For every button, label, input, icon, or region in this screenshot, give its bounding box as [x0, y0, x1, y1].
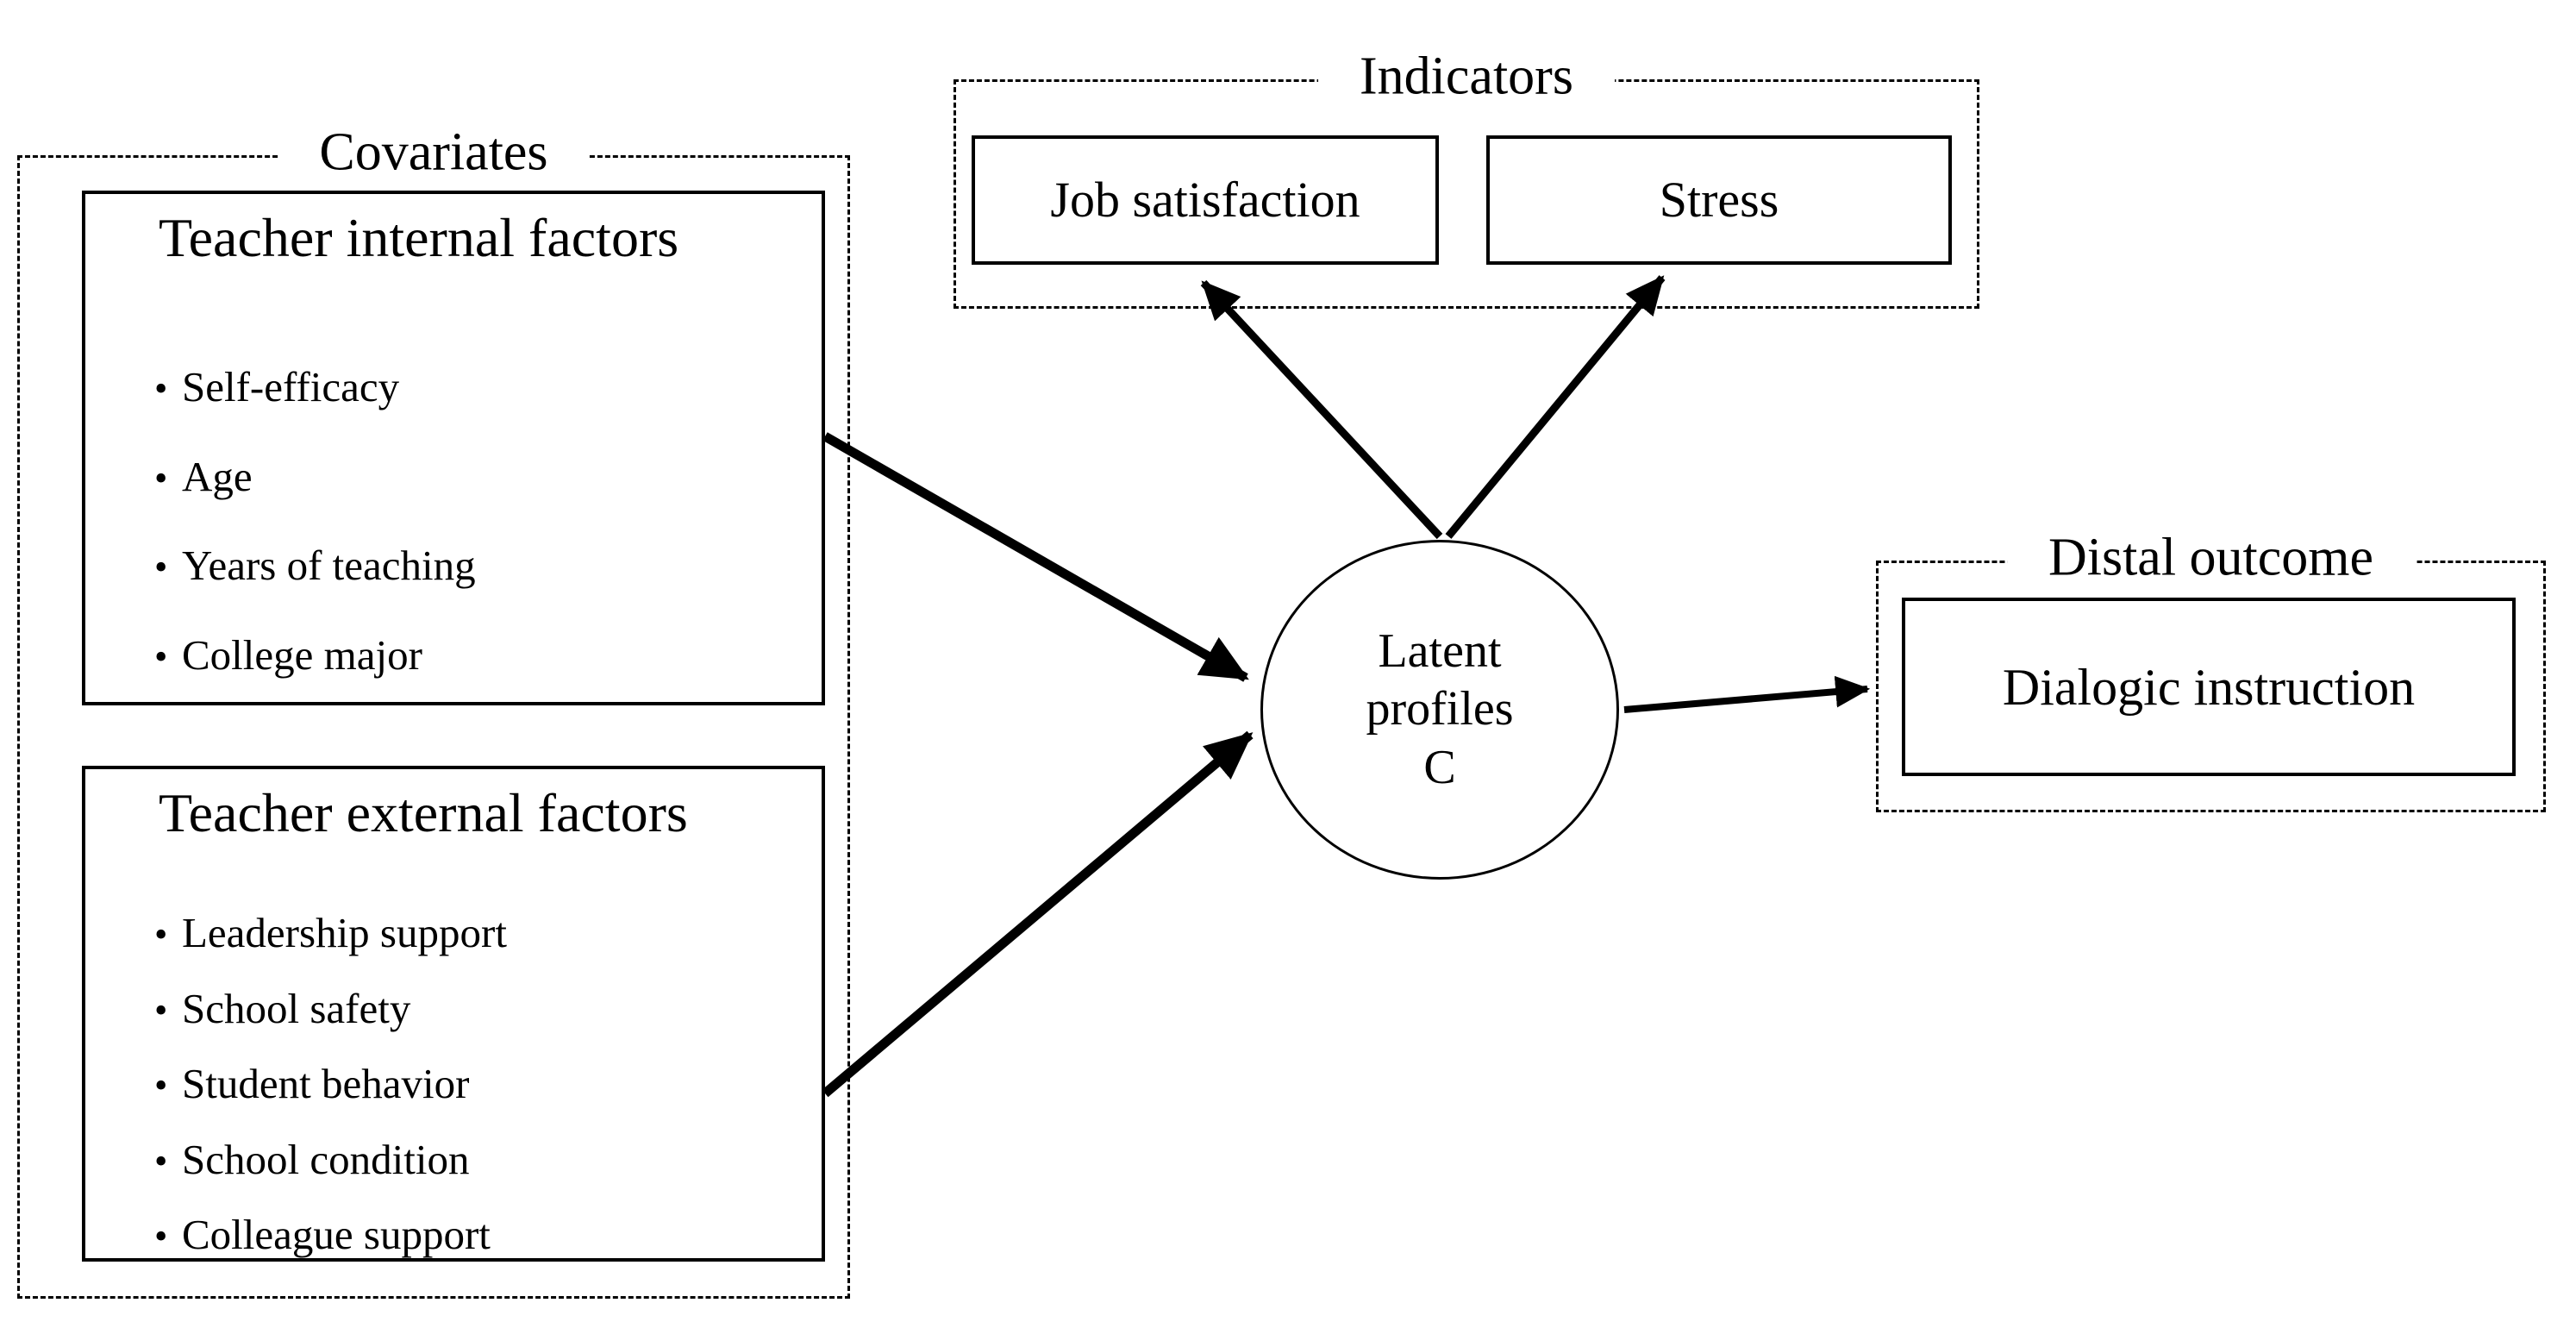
bullet-dot-icon: • [154, 367, 168, 410]
bullet-item: • School condition [85, 1137, 822, 1181]
teacher-internal-factors-title: Teacher internal factors [159, 207, 679, 268]
bullet-item-label: Age [182, 452, 253, 500]
internal-factors-list: • Self-efficacy • Age • Years of teachin… [85, 365, 822, 677]
arrow-latent-to-job-satisfaction [1200, 279, 1443, 540]
indicators-group: Indicators Job satisfaction Stress [953, 46, 1979, 309]
bullet-dot-icon: • [154, 456, 168, 499]
arrow-latent-to-dialogic-instruction [1623, 675, 1871, 713]
bullet-item-label: Years of teaching [182, 542, 476, 590]
arrow-external-factors-to-latent [822, 730, 1254, 1098]
dialogic-instruction-box: Dialogic instruction [1902, 598, 2516, 776]
bullet-item: • Self-efficacy [85, 363, 822, 411]
bullet-item: • Student behavior [85, 1062, 822, 1106]
bullet-dot-icon: • [154, 1215, 168, 1258]
job-satisfaction-label: Job satisfaction [1050, 172, 1360, 229]
bullet-item: • College major [85, 630, 822, 679]
bullet-item-label: Student behavior [182, 1060, 470, 1108]
job-satisfaction-box: Job satisfaction [972, 135, 1439, 265]
distal-outcome-label: Distal outcome [2006, 527, 2416, 589]
teacher-internal-factors-box: Teacher internal factors • Self-efficacy… [82, 191, 825, 705]
distal-outcome-group: Distal outcome Dialogic instruction [1876, 527, 2546, 812]
latent-profiles-circle: Latent profiles C [1260, 540, 1619, 880]
stress-label: Stress [1659, 172, 1779, 229]
arrow-latent-to-stress [1445, 275, 1666, 539]
bullet-item-label: College major [182, 630, 422, 679]
teacher-external-factors-box: Teacher external factors • Leadership su… [82, 766, 825, 1262]
bullet-dot-icon: • [154, 635, 168, 678]
bullet-dot-icon: • [154, 546, 168, 589]
latent-line-3: C [1423, 740, 1456, 794]
teacher-external-factors-title: Teacher external factors [159, 782, 688, 843]
bullet-item-label: School safety [182, 984, 411, 1032]
bullet-item: • Years of teaching [85, 542, 822, 590]
bullet-dot-icon: • [154, 988, 168, 1031]
bullet-item-label: School condition [182, 1135, 470, 1183]
bullet-dot-icon: • [154, 913, 168, 956]
bullet-item: • Colleague support [85, 1211, 822, 1259]
bullet-dot-icon: • [154, 1064, 168, 1107]
covariates-label: Covariates [278, 122, 590, 184]
bullet-item-label: Self-efficacy [182, 363, 400, 411]
bullet-item-label: Leadership support [182, 909, 507, 957]
dialogic-instruction-label: Dialogic instruction [2002, 658, 2416, 716]
bullet-item: • School safety [85, 984, 822, 1032]
bullet-item: • Leadership support [85, 911, 822, 955]
indicators-label: Indicators [1318, 46, 1615, 108]
external-factors-list: • Leadership support • School safety • S… [85, 911, 822, 1259]
latent-line-1: Latent [1378, 624, 1502, 679]
stress-box: Stress [1486, 135, 1952, 265]
covariates-group: Covariates Teacher internal factors • Se… [17, 122, 850, 1299]
latent-line-2: profiles [1366, 682, 1514, 736]
arrow-internal-factors-to-latent [822, 432, 1249, 682]
bullet-item: • Age [85, 454, 822, 498]
bullet-item-label: Colleague support [182, 1211, 491, 1259]
bullet-dot-icon: • [154, 1139, 168, 1182]
